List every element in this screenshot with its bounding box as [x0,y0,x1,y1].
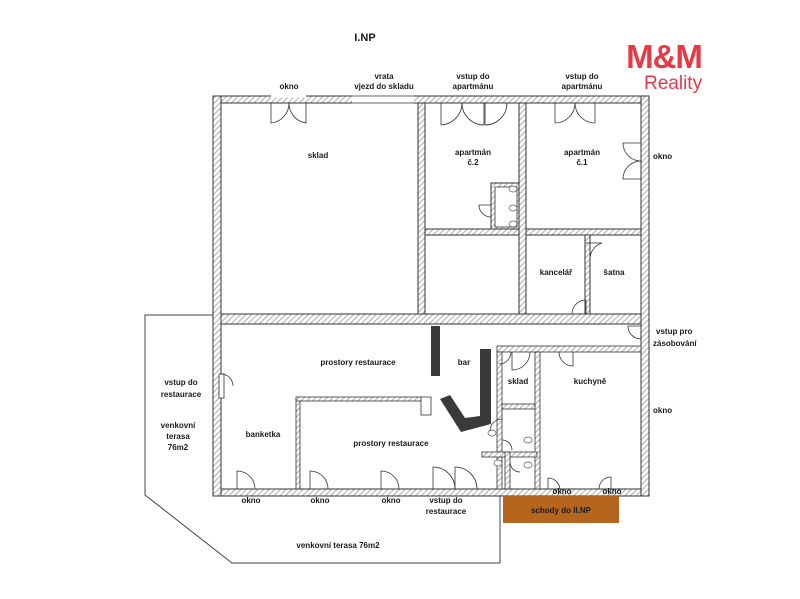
room-kancelar: kancelář [540,268,573,277]
interior-walls [295,345,642,490]
wc-fixtures [487,429,533,469]
room-labels: sklad apartmán č.2 apartmán č.1 kancelář… [246,148,625,448]
label-terasa-left-line1: venkovní [161,421,196,430]
room-apartman2-line2: č.2 [467,158,479,167]
label-vstup-zasob-line2: zásobování [653,339,697,348]
label-terasa-left-line3: 76m2 [168,443,189,452]
label-okno-b3: okno [381,496,400,505]
room-restaurace1: prostory restaurace [320,358,396,367]
label-vstup-zasob-line1: vstup pro [656,327,693,336]
terrace-outline [144,314,501,564]
brand-logo-mark: M&M [626,38,703,75]
label-terasa-bottom: venkovní terasa 76m2 [296,541,380,550]
room-sklad: sklad [308,151,329,160]
label-vstup-apt2-line2: apartmánu [453,82,494,91]
room-kuchyne: kuchyně [574,377,607,386]
label-okno-b4: okno [552,487,571,496]
outside-labels: okno vrata vjezd do skladu vstup do apar… [161,72,698,550]
label-okno-top: okno [279,82,298,91]
room-sklad2: sklad [508,377,529,386]
room-bar: bar [458,358,470,367]
label-okno-right2: okno [653,406,672,415]
label-vstup-rest-left-line2: restaurace [161,390,202,399]
doors [218,94,642,490]
brand-logo: M&M Reality [614,40,714,94]
label-vstup-apt1-line1: vstup do [565,72,598,81]
label-vstup-rest-bottom-line1: vstup do [429,496,462,505]
label-vstup-rest-bottom-line2: restaurace [426,507,467,516]
label-vrata-line1: vrata [374,72,394,81]
label-vstup-apt1-line2: apartmánu [562,82,603,91]
label-okno-right1: okno [653,152,672,161]
label-vstup-apt2-line1: vstup do [456,72,489,81]
room-apartman1-line1: apartmán [564,148,600,157]
label-terasa-left-line2: terasa [166,432,190,441]
outer-walls [212,95,650,497]
label-vrata-line2: vjezd do skladu [354,82,414,91]
label-okno-b1: okno [241,496,260,505]
room-apartman1-line2: č.1 [576,158,588,167]
plan-title: I.NP [354,32,375,44]
label-schody: schody do II.NP [531,506,592,515]
room-apartman2-line1: apartmán [455,148,491,157]
bathroom-apt2 [490,182,520,230]
brand-logo-sub: Reality [644,73,703,94]
room-banketka: banketka [246,430,281,439]
label-okno-b2: okno [310,496,329,505]
stairs-block [503,496,619,523]
room-satna: šatna [604,268,625,277]
label-vstup-rest-left-line1: vstup do [164,378,197,387]
bar-counter [420,326,491,432]
label-okno-b5: okno [602,487,621,496]
room-restaurace2: prostory restaurace [353,439,429,448]
